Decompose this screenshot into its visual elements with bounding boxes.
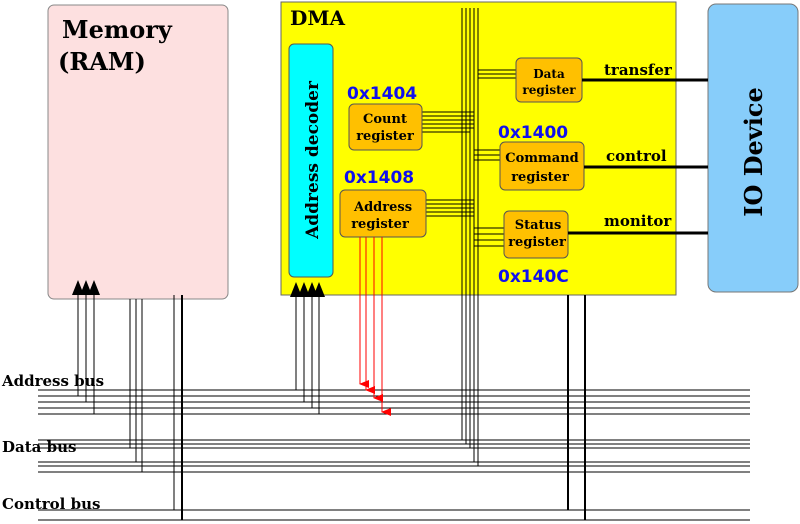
data-register: Data register: [515, 57, 583, 103]
status-register-line1: Status: [515, 218, 562, 233]
address-decoder-label: Address decoder: [303, 80, 323, 240]
memory-address-arrows: [72, 280, 100, 295]
count-register-line2: register: [356, 129, 414, 144]
address-register-line2: register: [351, 217, 409, 232]
count-register-address: 0x1404: [347, 84, 417, 104]
command-register-line1: Command: [505, 151, 579, 166]
control-label: control: [606, 147, 667, 165]
dma-title: DMA: [290, 6, 345, 30]
io-device-label: IO Device: [739, 87, 768, 217]
count-register-line1: Count: [363, 112, 407, 127]
control-bus-label: Control bus: [2, 495, 100, 513]
internal-wiring: [422, 8, 516, 466]
command-register-line2: register: [511, 170, 569, 185]
address-register-address: 0x1408: [344, 168, 414, 188]
memory-title: Memory: [62, 15, 173, 44]
memory-block: Memory (RAM): [47, 4, 229, 300]
data-register-line2: register: [522, 83, 576, 97]
address-bus-label: Address bus: [1, 372, 104, 390]
monitor-label: monitor: [604, 212, 672, 230]
address-bus: [38, 389, 750, 415]
address-register-line1: Address: [353, 200, 412, 215]
transfer-label: transfer: [604, 61, 673, 79]
io-device: IO Device: [707, 3, 799, 293]
count-register: Count register 0x1404: [347, 84, 423, 151]
status-register-address: 0x140C: [498, 267, 569, 287]
status-register-line2: register: [508, 235, 566, 250]
decoder-bus-wiring: [295, 285, 320, 414]
address-decoder: Address decoder: [288, 43, 334, 278]
dma-control-wiring: [567, 295, 586, 520]
io-links: [568, 78, 708, 235]
data-bus-label: Data bus: [2, 438, 76, 456]
address-register: Address register 0x1408: [339, 168, 427, 238]
decoder-address-arrows: [290, 282, 325, 297]
memory-bus-wiring: [77, 288, 183, 520]
status-register: Status register 0x140C: [498, 210, 569, 287]
command-register-address: 0x1400: [498, 123, 568, 143]
address-register-bus-wiring: [359, 237, 391, 416]
data-register-line1: Data: [533, 67, 565, 81]
data-bus: [38, 439, 750, 473]
memory-subtitle: (RAM): [58, 47, 146, 76]
control-bus: [38, 509, 750, 521]
